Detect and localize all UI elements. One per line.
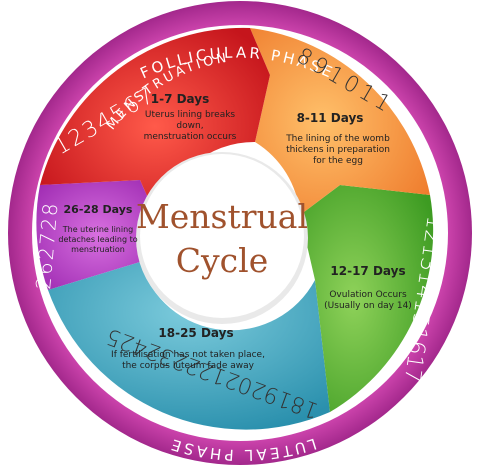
late-luteal-desc-1: The uterine lining [62, 225, 133, 234]
late-luteal-title: 26-28 Days [64, 203, 133, 216]
center-title-line2: Cycle [176, 241, 268, 280]
menstruation-desc-2: down, [176, 121, 203, 131]
ovulation-desc-1: Ovulation Occurs [329, 290, 407, 300]
segment-luteal [48, 262, 330, 430]
ovulation-desc-2: (Usually on day 14) [324, 301, 412, 311]
segment-follicular [250, 28, 430, 215]
late-luteal-desc-2: detaches leading to [58, 235, 137, 244]
segment-menstruation [40, 27, 270, 225]
segment-late-luteal [36, 180, 161, 290]
segment-ovulation [300, 185, 434, 412]
luteal-desc-1: If fertilisation has not taken place, [111, 350, 265, 360]
luteal-title: 18-25 Days [158, 326, 233, 340]
follicular-desc-2: thickens in preparation [286, 145, 390, 155]
menstruation-title: 1-7 Days [151, 92, 210, 106]
ovulation-title: 12-17 Days [330, 264, 405, 278]
menstruation-desc-3: menstruation occurs [144, 132, 237, 142]
menstruation-desc-1: Uterus lining breaks [145, 110, 236, 120]
center-circle [140, 154, 304, 318]
center-title-line1: Menstrual [136, 197, 308, 236]
luteal-desc-2: the corpus luteum fade away [122, 361, 255, 371]
late-luteal-desc-3: menstruation [71, 245, 125, 254]
follicular-desc-1: The lining of the womb [285, 134, 390, 144]
follicular-desc-3: for the egg [313, 156, 363, 166]
follicular-title: 8-11 Days [297, 111, 364, 125]
